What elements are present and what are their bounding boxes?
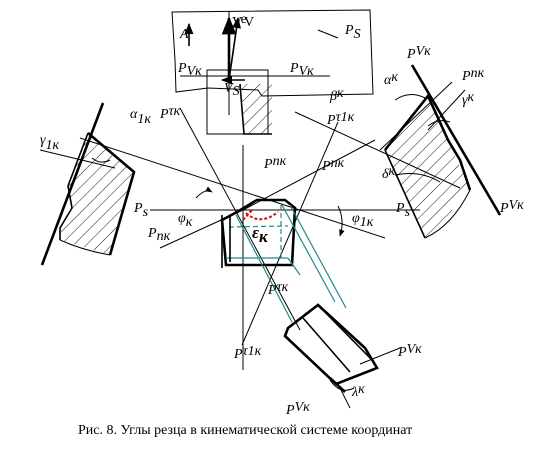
- right-pvk-line: [410, 64, 502, 216]
- label-pnk-mid-right: Pnк: [321, 156, 345, 174]
- label-vs: VS: [224, 81, 240, 99]
- label-ps-top: PS: [344, 23, 361, 42]
- left-hatched-section: [60, 133, 134, 255]
- ptauk-line: [179, 107, 301, 331]
- label-phi-k: φк: [178, 211, 193, 230]
- phi1-arc: [337, 205, 345, 237]
- label-ps-left: Ps: [133, 201, 149, 220]
- label-delta-k: δк: [382, 164, 396, 182]
- label-lambda-k: λк: [351, 382, 365, 400]
- label-pnk-upper-right: Pnк: [461, 66, 485, 84]
- label-pvk-right-top: PVк: [289, 61, 314, 79]
- label-pvk-bottom: PVк: [285, 400, 310, 418]
- label-epsilon-k: εк: [252, 223, 268, 246]
- labels: Ve V A PS PVк PVк VS PVк Pnк αк βк γк Pτ…: [40, 12, 524, 438]
- label-pvk-upper-right: PVк: [406, 44, 431, 62]
- top-inset: [171, 9, 374, 135]
- angle-arcs: [195, 186, 345, 237]
- label-pvk-far-right: PVк: [499, 198, 524, 216]
- label-ptau1k-upper: Pτ1к: [326, 110, 355, 128]
- inset-hatched-section: [240, 84, 272, 134]
- label-alpha-1k: α1к: [130, 107, 151, 127]
- label-beta-k: βк: [329, 86, 344, 104]
- right-hatched-section: [385, 96, 470, 238]
- label-gamma-1k: γ1к: [40, 133, 60, 153]
- label-v: V: [244, 15, 254, 30]
- label-ptauk-lower: Pτк: [267, 280, 289, 298]
- label-ptauk-upper: Pτк: [159, 104, 181, 122]
- lower-shank: [283, 303, 401, 409]
- label-ve: Ve: [232, 12, 247, 30]
- left-pvk-line: [40, 102, 105, 266]
- label-ptau1k-lower: Pτ1к: [233, 344, 262, 362]
- inset-outline: [171, 9, 374, 97]
- long-diagonal: [79, 137, 386, 239]
- left-section: [39, 102, 136, 266]
- label-alpha-k-right: αк: [384, 70, 398, 88]
- right-pnk-line: [379, 81, 453, 151]
- figure-caption: Рис. 8. Углы резца в кинематической сист…: [78, 423, 412, 438]
- epsilon-arc: [245, 211, 279, 221]
- label-pvk-left-top: PVк: [177, 61, 202, 79]
- label-pnk-left: Pnк: [147, 226, 171, 244]
- label-pnk-center-top: Pnк: [263, 154, 287, 172]
- label-ps-right: Ps: [395, 201, 411, 220]
- phi-arc: [195, 186, 213, 199]
- label-phi-1k: φ1к: [352, 211, 374, 230]
- label-a: A: [179, 27, 189, 42]
- shank-section: [283, 303, 379, 386]
- label-pvk-lower-right: PVк: [397, 342, 422, 360]
- central-cutter: [220, 198, 347, 323]
- right-section: [379, 64, 502, 239]
- ptau1k-line: [241, 121, 339, 346]
- v-vector: [228, 16, 241, 81]
- label-gamma-k-right: γк: [462, 90, 475, 108]
